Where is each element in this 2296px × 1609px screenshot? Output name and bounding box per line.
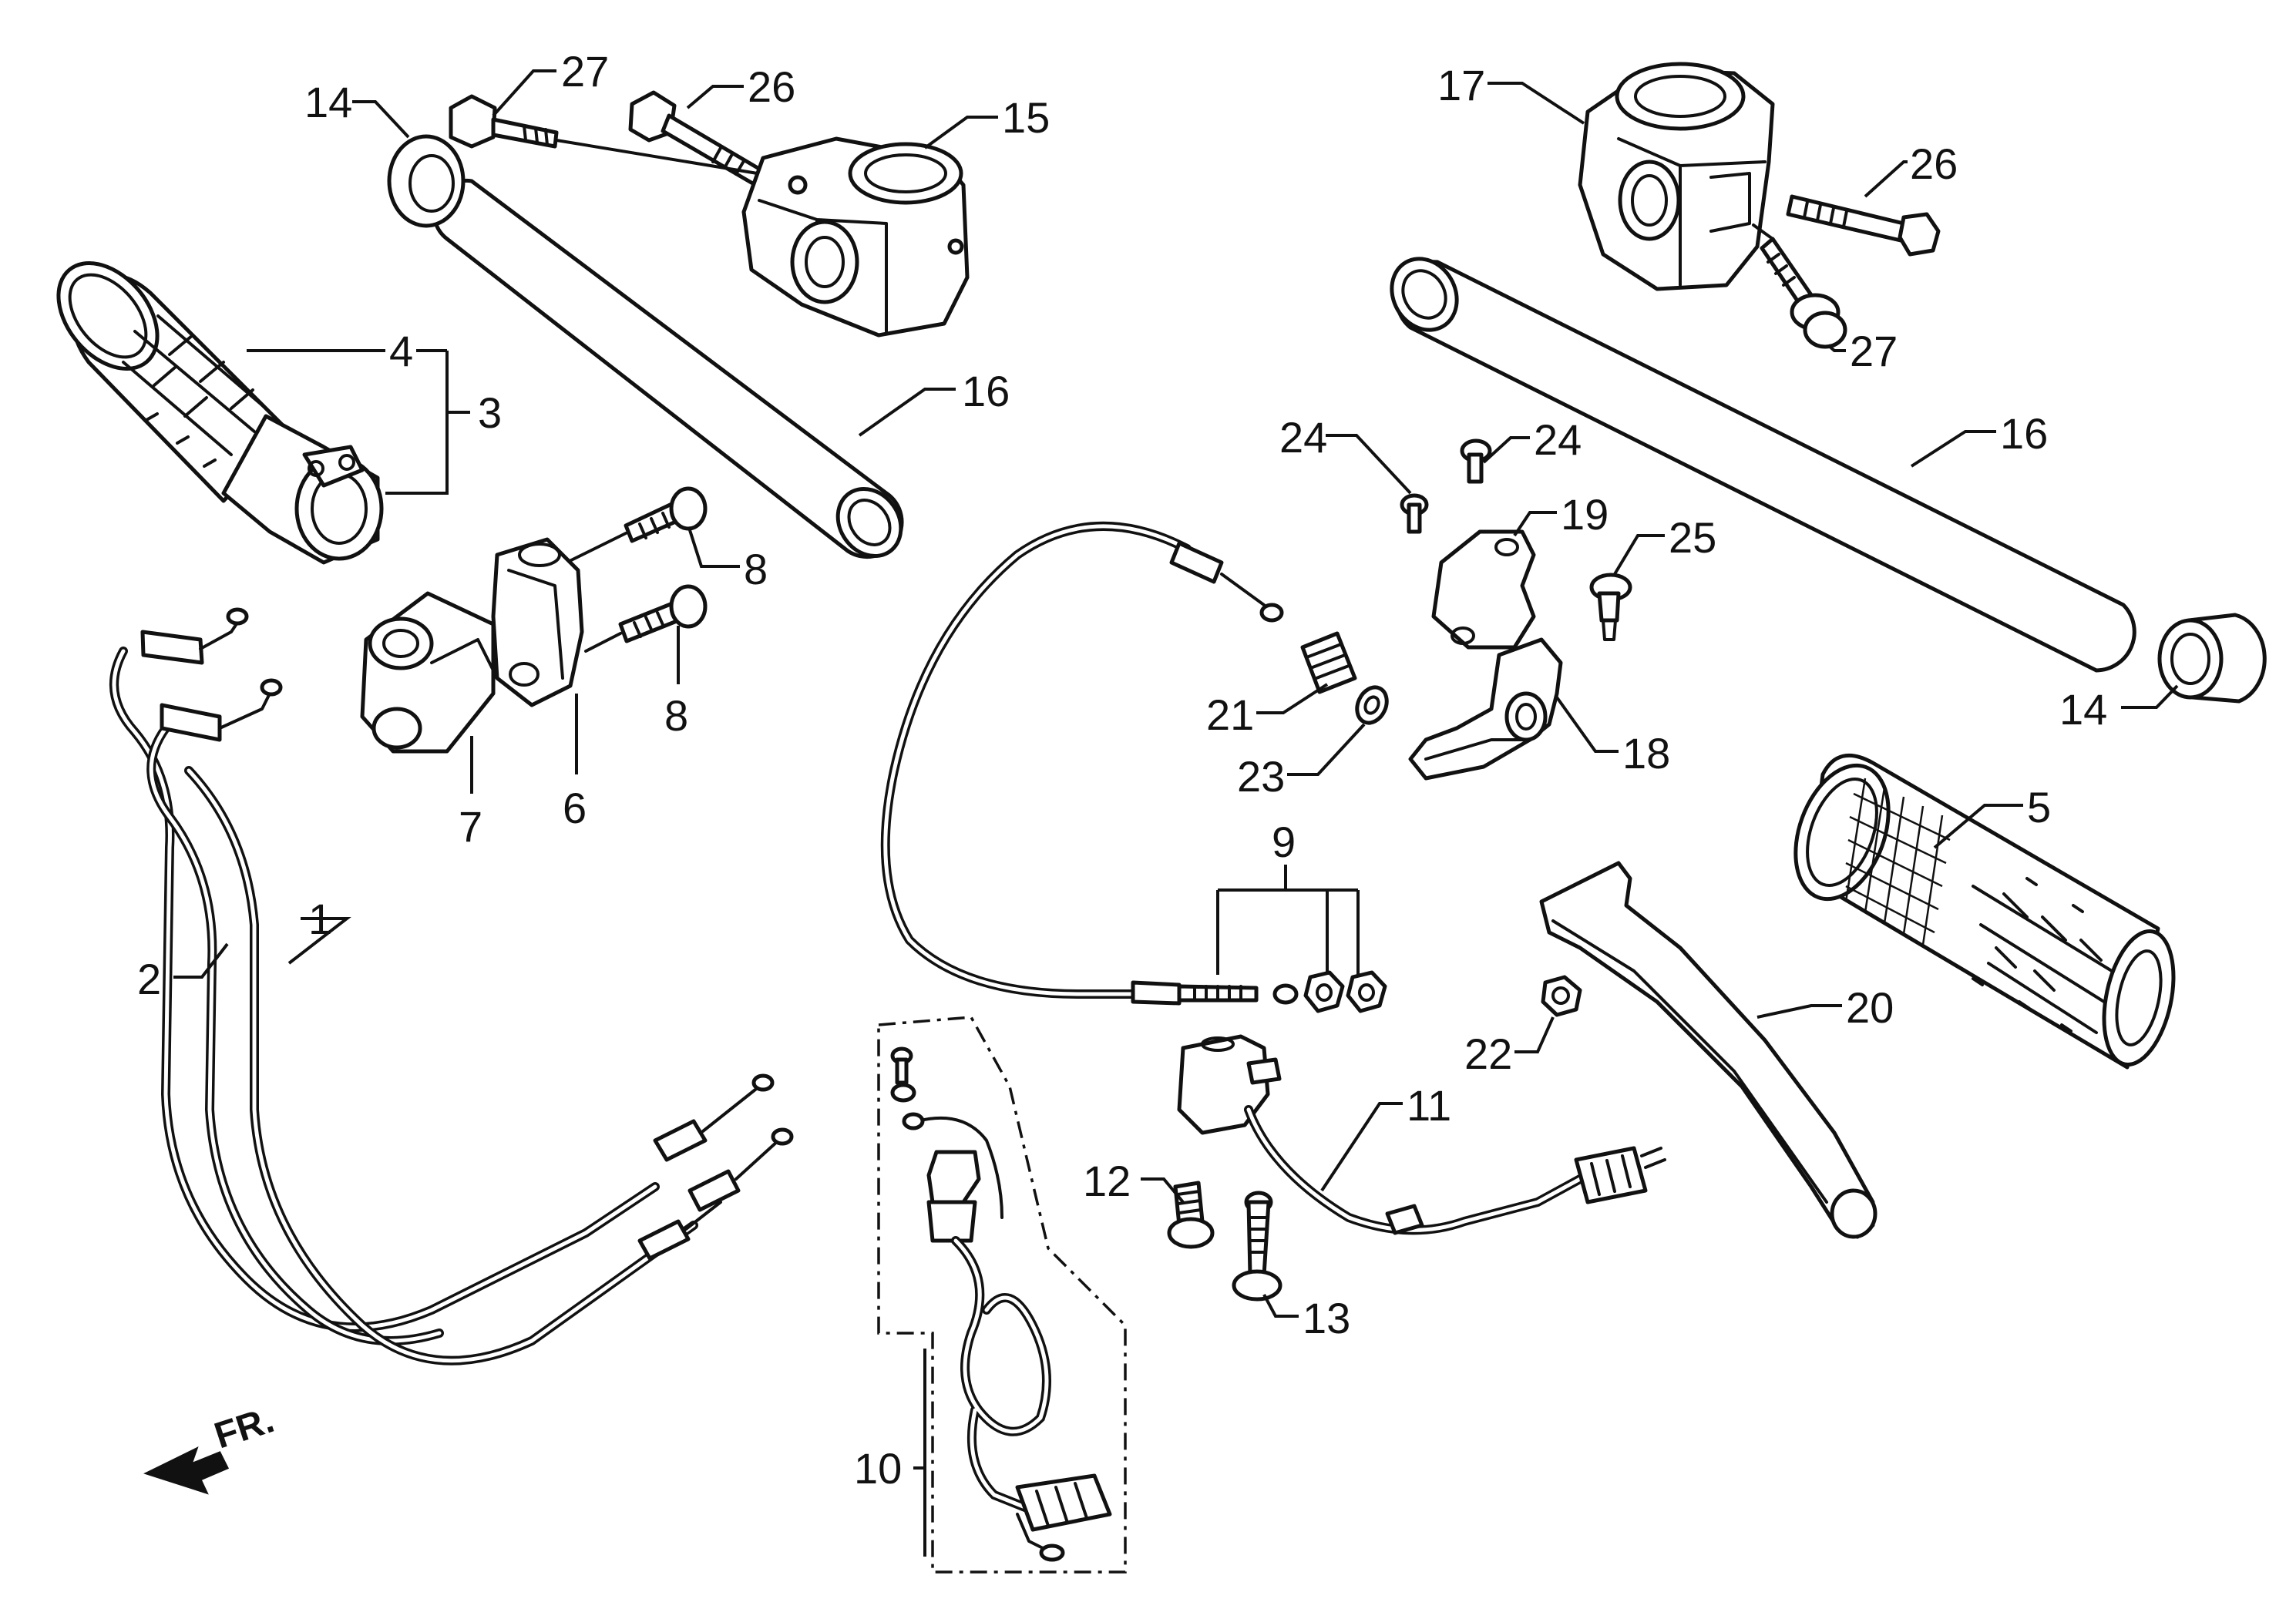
clutch-switch-harness bbox=[1177, 1034, 1666, 1235]
callout-12: 12 bbox=[1083, 1157, 1131, 1205]
callout-22: 22 bbox=[1464, 1030, 1512, 1078]
left-bolt-guide-line bbox=[555, 139, 792, 180]
clutch-holder-screw-1 bbox=[1400, 493, 1429, 534]
callout-6: 6 bbox=[563, 784, 587, 832]
callout-11: 11 bbox=[1407, 1081, 1451, 1130]
switch-screw-long bbox=[1232, 1191, 1282, 1302]
clutch-cable-adjuster-nut-2 bbox=[1346, 970, 1387, 1013]
callout-24-right: 24 bbox=[1534, 415, 1582, 464]
right-handlebar-tube bbox=[1390, 257, 2136, 673]
callout-5: 5 bbox=[2027, 783, 2051, 831]
clutch-holder-screw-2 bbox=[1460, 438, 1492, 484]
throttle-grip bbox=[56, 261, 384, 565]
callout-27-right: 27 bbox=[1850, 327, 1898, 375]
callout-18: 18 bbox=[1622, 729, 1670, 778]
callout-3: 3 bbox=[478, 388, 502, 437]
right-bar-end-cap bbox=[2157, 613, 2267, 704]
callout-8-upper: 8 bbox=[744, 545, 768, 593]
left-handlebar-clamp bbox=[741, 136, 970, 338]
callout-19: 19 bbox=[1561, 490, 1609, 539]
left-clamp-bolt-long bbox=[628, 90, 765, 187]
clutch-holder-upper bbox=[1431, 529, 1536, 650]
callout-23: 23 bbox=[1237, 752, 1285, 801]
front-direction-label: FR. bbox=[210, 1399, 279, 1456]
right-handlebar-clamp bbox=[1578, 62, 1775, 291]
callout-leader-lines bbox=[173, 69, 2179, 1557]
clutch-lever-pivot-nut bbox=[1541, 975, 1582, 1017]
callout-15: 15 bbox=[1002, 93, 1050, 142]
callout-26-left: 26 bbox=[748, 62, 795, 111]
callout-16-left: 16 bbox=[962, 367, 1010, 415]
left-bar-end-cap bbox=[387, 134, 466, 228]
callout-27-left: 27 bbox=[561, 47, 609, 96]
callout-10: 10 bbox=[854, 1444, 902, 1493]
clutch-cable-adjuster-nut-1 bbox=[1303, 970, 1345, 1013]
callout-7: 7 bbox=[459, 802, 482, 851]
callout-9: 9 bbox=[1272, 818, 1296, 866]
upper-screw-guide-line bbox=[565, 532, 627, 564]
clutch-cable bbox=[880, 522, 1299, 1006]
callout-21: 21 bbox=[1206, 690, 1254, 739]
callout-13: 13 bbox=[1303, 1294, 1350, 1342]
right-clamp-bolt-long bbox=[1786, 194, 1941, 257]
callout-20: 20 bbox=[1846, 983, 1894, 1032]
sensor-harness-kit bbox=[877, 1016, 1127, 1574]
right-bolt-guide-line bbox=[1752, 223, 1774, 240]
clutch-lever-bracket bbox=[1408, 637, 1563, 781]
callout-8-lower: 8 bbox=[664, 691, 688, 740]
callout-14-left: 14 bbox=[304, 78, 352, 126]
left-clamp-bolt-short bbox=[449, 94, 559, 149]
throttle-housing-upper bbox=[491, 537, 584, 707]
callout-25: 25 bbox=[1669, 513, 1716, 562]
throttle-housing-screw-lower bbox=[618, 584, 708, 643]
callout-1: 1 bbox=[308, 895, 332, 943]
callout-labels: 1 2 3 4 5 6 7 8 8 9 10 11 12 13 14 14 15… bbox=[137, 47, 2107, 1493]
throttle-housing-screw-upper bbox=[624, 486, 708, 543]
front-direction-arrow: FR. bbox=[143, 1399, 279, 1495]
clutch-adjuster-lock-nut bbox=[1355, 685, 1389, 725]
callout-4: 4 bbox=[389, 327, 413, 375]
callout-17: 17 bbox=[1437, 61, 1485, 109]
lower-screw-guide-line bbox=[584, 632, 622, 653]
throttle-housing-lower bbox=[360, 591, 496, 754]
clutch-lever-adjuster bbox=[1300, 631, 1357, 694]
switch-screw-short bbox=[1167, 1181, 1215, 1249]
callout-26-right: 26 bbox=[1910, 139, 1958, 188]
callout-24-left: 24 bbox=[1279, 413, 1327, 462]
clutch-lever-pivot-bolt bbox=[1589, 573, 1632, 641]
callout-2: 2 bbox=[137, 955, 161, 1003]
clutch-lever bbox=[1539, 861, 1877, 1239]
callout-16-right: 16 bbox=[2000, 409, 2048, 458]
callout-14-right: 14 bbox=[2059, 685, 2107, 734]
right-handlebar-grip bbox=[1793, 753, 2176, 1070]
throttle-cables bbox=[109, 607, 794, 1365]
right-clamp-bolt-short bbox=[1760, 237, 1847, 349]
